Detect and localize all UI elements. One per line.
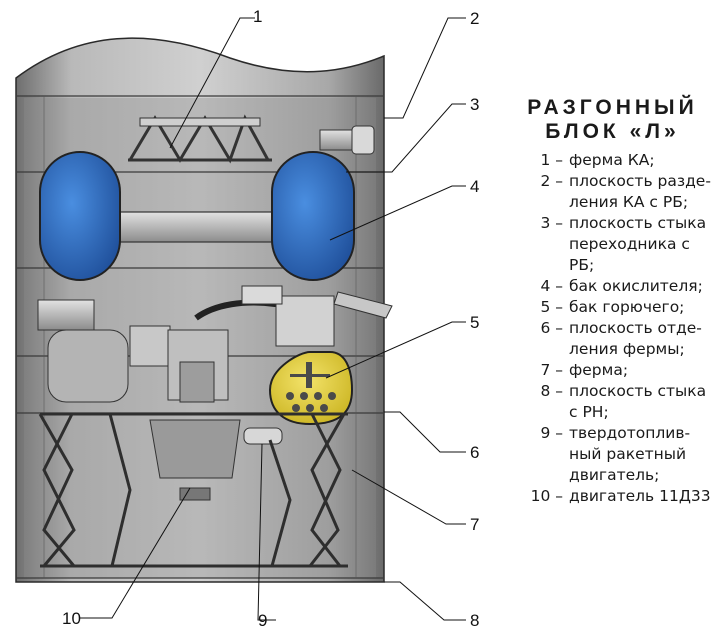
callout-6: 6 bbox=[470, 443, 479, 462]
legend-item: 6 –плоскость отде-ления фермы; bbox=[540, 319, 702, 358]
legend-list: 1 –ферма КА; 2 –плоскость разде-ления КА… bbox=[505, 150, 720, 507]
legend-item: 3 –плоскость стыка переходника с РБ; bbox=[540, 214, 707, 274]
callout-10: 10 bbox=[62, 609, 81, 628]
spacecraft-truss bbox=[128, 114, 272, 164]
top-pipe bbox=[319, 125, 375, 155]
oxidizer-tank-left bbox=[39, 151, 121, 281]
legend-item: 2 –плоскость разде-ления КА с РБ; bbox=[540, 172, 711, 211]
legend-title-line2: БЛОК «Л» bbox=[545, 120, 680, 143]
solid-rocket-motor bbox=[243, 427, 283, 445]
callout-9: 9 bbox=[258, 611, 267, 630]
side-nozzle bbox=[333, 291, 393, 319]
legend-item: 7 –ферма; bbox=[540, 361, 629, 379]
callout-8: 8 bbox=[470, 611, 479, 630]
legend-item: 4 –бак окислителя; bbox=[540, 277, 703, 295]
legend-title: РАЗГОННЫЙ БЛОК «Л» bbox=[505, 96, 720, 144]
callout-4: 4 bbox=[470, 177, 479, 196]
oxidizer-tank-right bbox=[271, 151, 355, 281]
callout-1: 1 bbox=[253, 7, 262, 26]
callout-2: 2 bbox=[470, 9, 479, 28]
engine-11d33 bbox=[37, 285, 335, 501]
legend: РАЗГОННЫЙ БЛОК «Л» 1 –ферма КА; 2 –плоск… bbox=[505, 96, 720, 507]
legend-item: 1 –ферма КА; bbox=[540, 151, 655, 169]
legend-item: 9 –твердотоплив-ный ракетный двигатель; bbox=[540, 424, 691, 484]
callout-labels: 1 2 3 4 5 6 7 8 9 10 bbox=[62, 7, 479, 630]
oxidizer-tanks bbox=[39, 151, 355, 281]
leader-lines bbox=[80, 17, 466, 621]
legend-title-line1: РАЗГОННЫЙ bbox=[527, 96, 698, 119]
callout-5: 5 bbox=[470, 313, 479, 332]
legend-item: 8 –плоскость стыка с РН; bbox=[540, 382, 707, 421]
callout-7: 7 bbox=[470, 515, 479, 534]
legend-item: 5 –бак горючего; bbox=[540, 298, 685, 316]
legend-item: 10 –двигатель 11Д33 bbox=[530, 487, 711, 505]
callout-3: 3 bbox=[470, 95, 479, 114]
lower-truss bbox=[38, 412, 348, 568]
fuel-tank bbox=[268, 351, 354, 426]
intermediate-platform bbox=[109, 211, 281, 243]
